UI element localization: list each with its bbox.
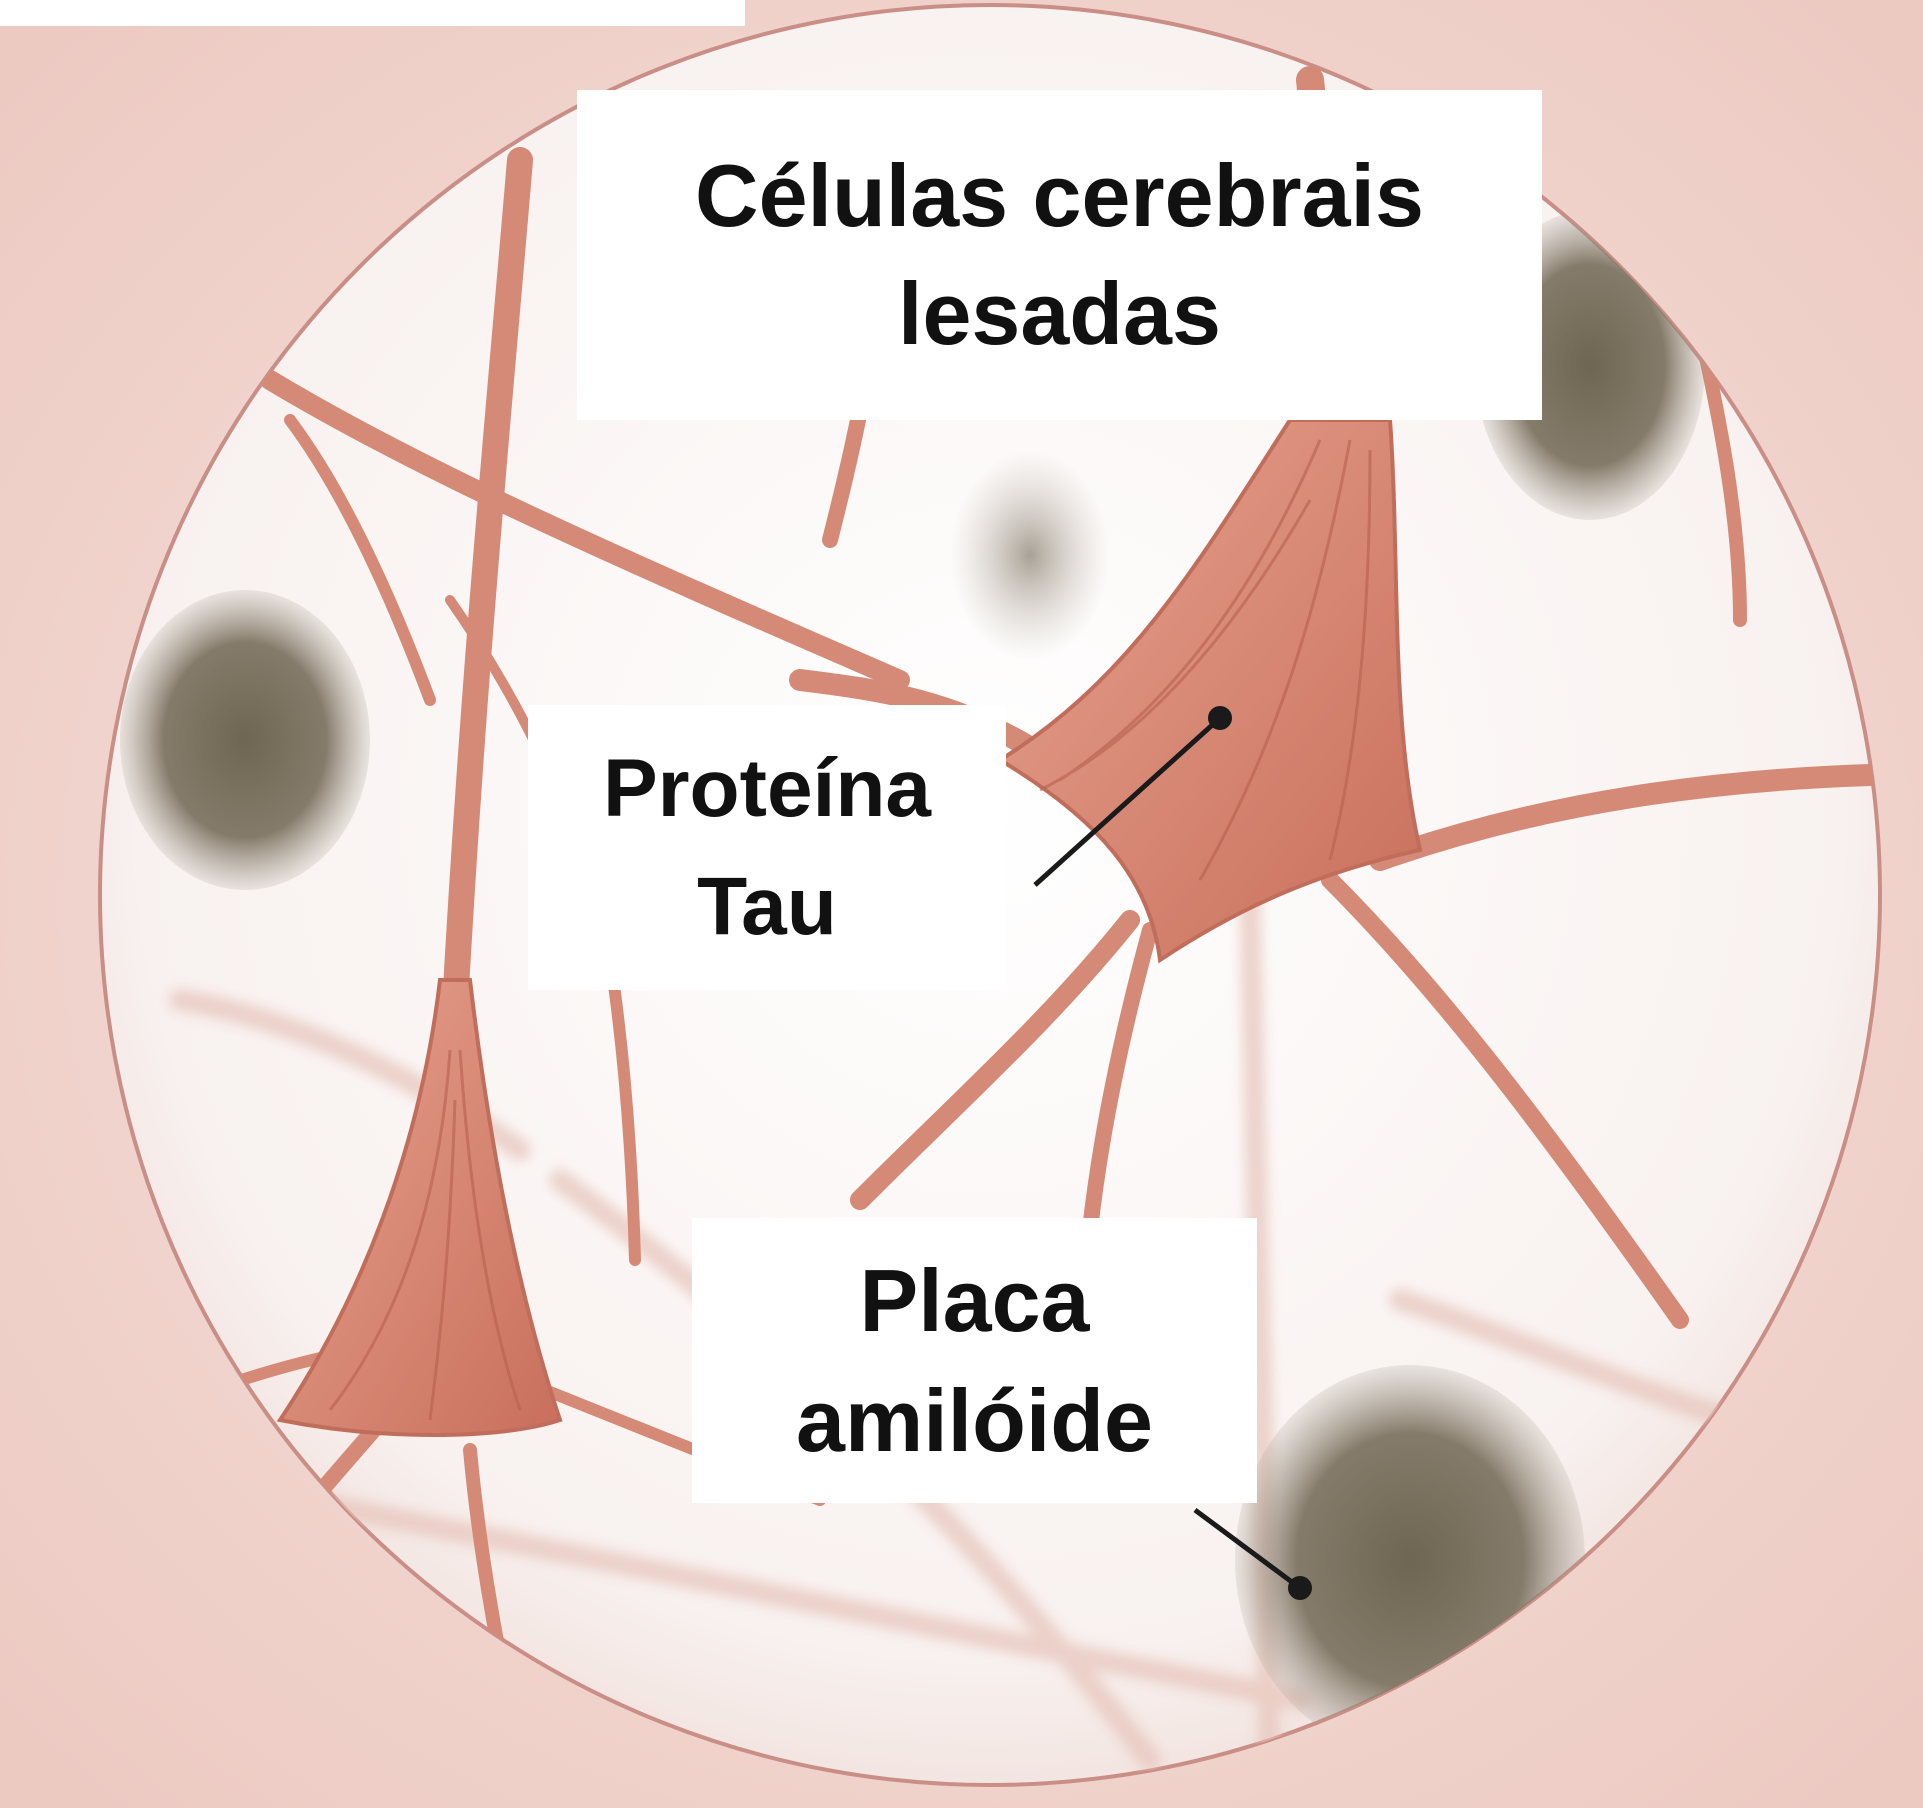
damaged-cells-label-line1: Células cerebrais <box>695 137 1424 255</box>
plaque-left <box>120 590 370 890</box>
amyloid-plaque-label: Placa amilóide <box>692 1218 1257 1503</box>
damaged-cells-label: Células cerebrais lesadas <box>577 90 1542 420</box>
faint-plaque <box>950 450 1110 660</box>
tau-protein-label-line2: Tau <box>697 848 837 966</box>
amyloid-plaque-label-line1: Placa <box>860 1241 1090 1361</box>
tau-protein-label: Proteína Tau <box>528 705 1006 990</box>
tau-pointer-dot <box>1208 706 1232 730</box>
damaged-cells-label-line2: lesadas <box>898 255 1221 373</box>
plaque-pointer-dot <box>1288 1576 1312 1600</box>
top-left-label-fragment <box>0 0 745 26</box>
tau-protein-label-line1: Proteína <box>603 730 931 848</box>
amyloid-plaque-label-line2: amilóide <box>796 1361 1153 1481</box>
